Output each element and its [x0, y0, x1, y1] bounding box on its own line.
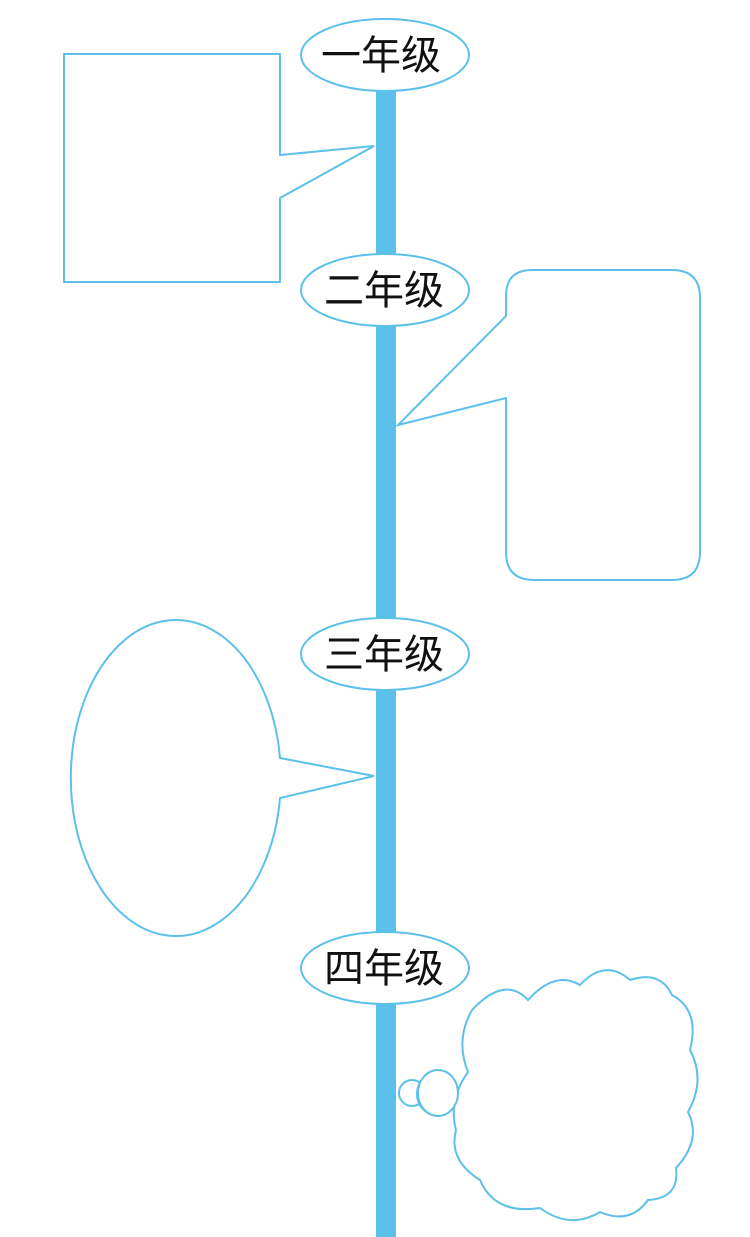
callout-grade-1[interactable]: [63, 53, 375, 283]
grade-node-2: 二年级: [300, 253, 470, 327]
grade-node-3: 三年级: [300, 617, 470, 691]
grade-label-1: 一年级: [321, 33, 441, 79]
grade-label-3: 三年级: [324, 632, 444, 678]
callout-grade-2[interactable]: [394, 269, 701, 581]
callout-grade-3[interactable]: [69, 619, 375, 937]
grade-node-4: 四年级: [300, 931, 470, 1005]
grade-node-1: 一年级: [300, 18, 470, 92]
thought-bubble-large: [417, 1069, 459, 1117]
grade-label-2: 二年级: [324, 268, 444, 314]
callout-grade-4[interactable]: [398, 969, 699, 1222]
grade-label-4: 四年级: [324, 946, 444, 992]
